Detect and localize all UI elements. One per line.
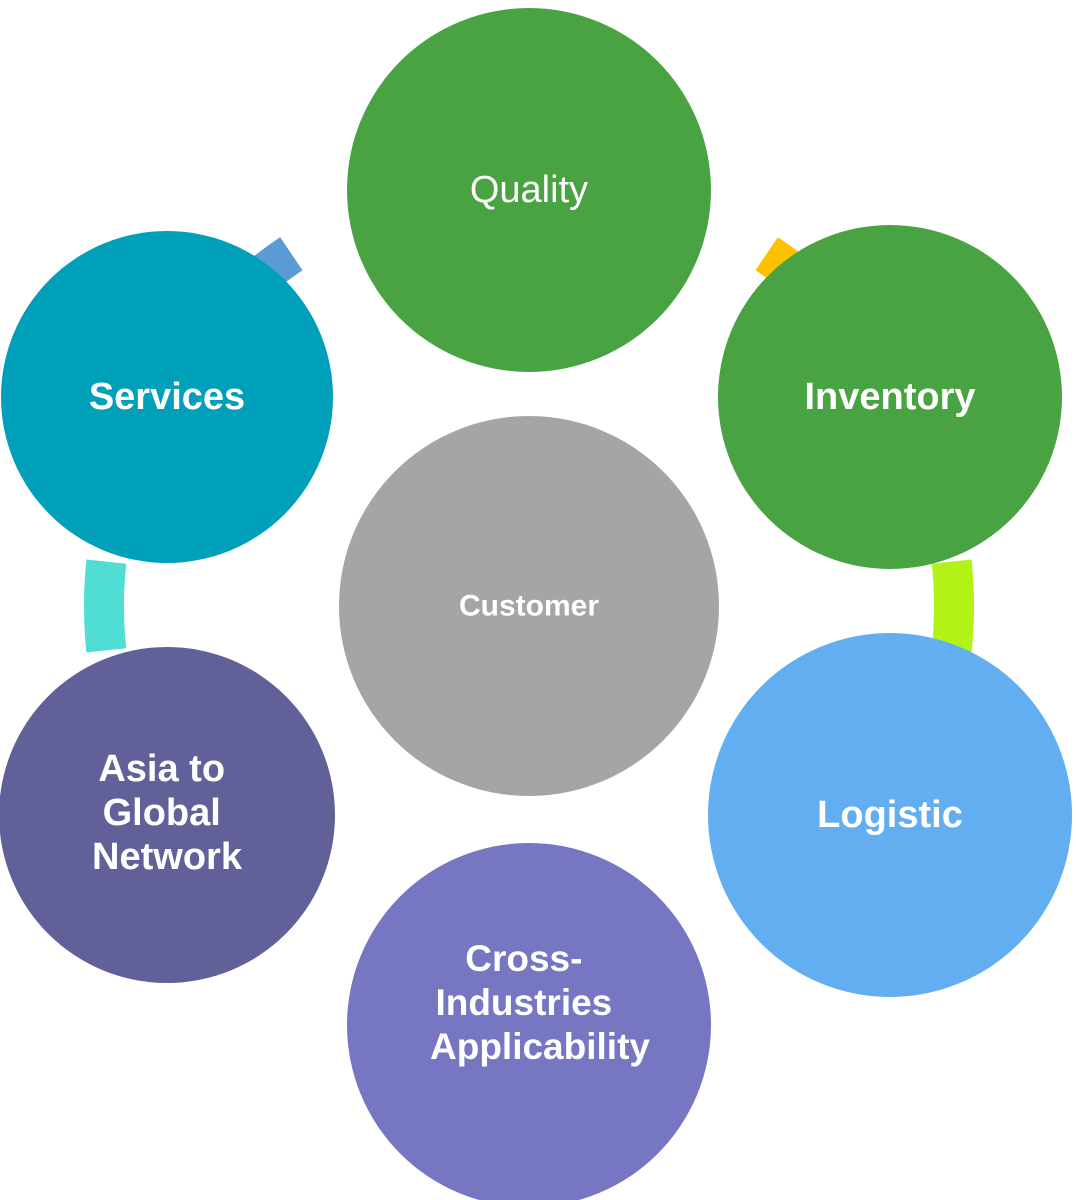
node-logistic-label: Logistic [817,794,963,836]
connector-inventory-logistic [931,559,975,653]
node-logistic-circle [708,633,1072,997]
node-cross-industries-circle [347,843,711,1200]
node-inventory: Inventory [718,225,1062,569]
node-services: Services [1,231,333,563]
center-label: Customer [459,590,599,623]
node-asia-global-label: Asia to Global Network [92,748,243,878]
node-logistic: Logistic [708,633,1072,997]
node-cross-industries-label: Cross- Industries Applicability [430,938,650,1067]
node-quality-circle [347,8,711,372]
node-asia-global-circle [0,647,335,983]
node-inventory-label: Inventory [804,376,975,418]
node-quality-label: Quality [470,169,588,211]
node-quality: Quality [347,8,711,372]
node-inventory-circle [718,225,1062,569]
connector-asia-global-services [83,559,127,653]
node-services-label: Services [89,376,245,418]
node-cross-industries: Cross- Industries Applicability [347,843,711,1200]
node-asia-global: Asia to Global Network [0,647,335,983]
node-services-circle [1,231,333,563]
center-circle [339,416,719,796]
